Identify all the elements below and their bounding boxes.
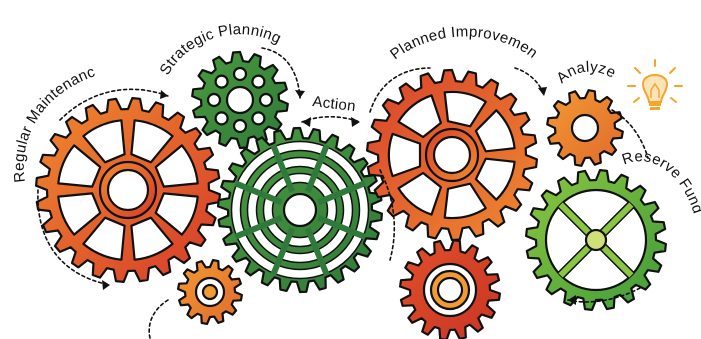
arrowheads — [102, 87, 576, 305]
arrowhead-3 — [302, 117, 311, 127]
arrowhead-4 — [351, 117, 360, 127]
connector-action-right-down — [379, 169, 396, 261]
connector-to-planned — [369, 67, 431, 113]
arrowhead-1 — [160, 90, 168, 99]
label-analyze: Analyze — [553, 59, 618, 87]
connector-analyze-to-reserve — [611, 109, 649, 159]
arrowhead-6 — [568, 295, 576, 305]
connector-planned-to-analyze — [514, 67, 545, 97]
connector-bottom-left-down — [148, 299, 169, 339]
arrowhead-7 — [102, 280, 110, 290]
analyze-gear — [546, 89, 624, 167]
reserve-fund-gear — [525, 169, 667, 311]
strategic-planning-gear — [191, 50, 289, 150]
bottom-middle-gear — [399, 239, 501, 339]
planned-improvements-gear — [366, 68, 538, 242]
regular-maintenance-gear — [35, 97, 221, 283]
lightbulb-icon — [627, 59, 683, 110]
arrowhead-2 — [295, 90, 305, 98]
arrowhead-5 — [538, 87, 547, 96]
action-gear — [217, 126, 383, 294]
connector-regular-down — [37, 189, 111, 286]
connector-regular-to-strategic — [59, 88, 169, 121]
small-bottom-left-gear — [177, 259, 243, 325]
label-action: Action — [312, 93, 357, 115]
